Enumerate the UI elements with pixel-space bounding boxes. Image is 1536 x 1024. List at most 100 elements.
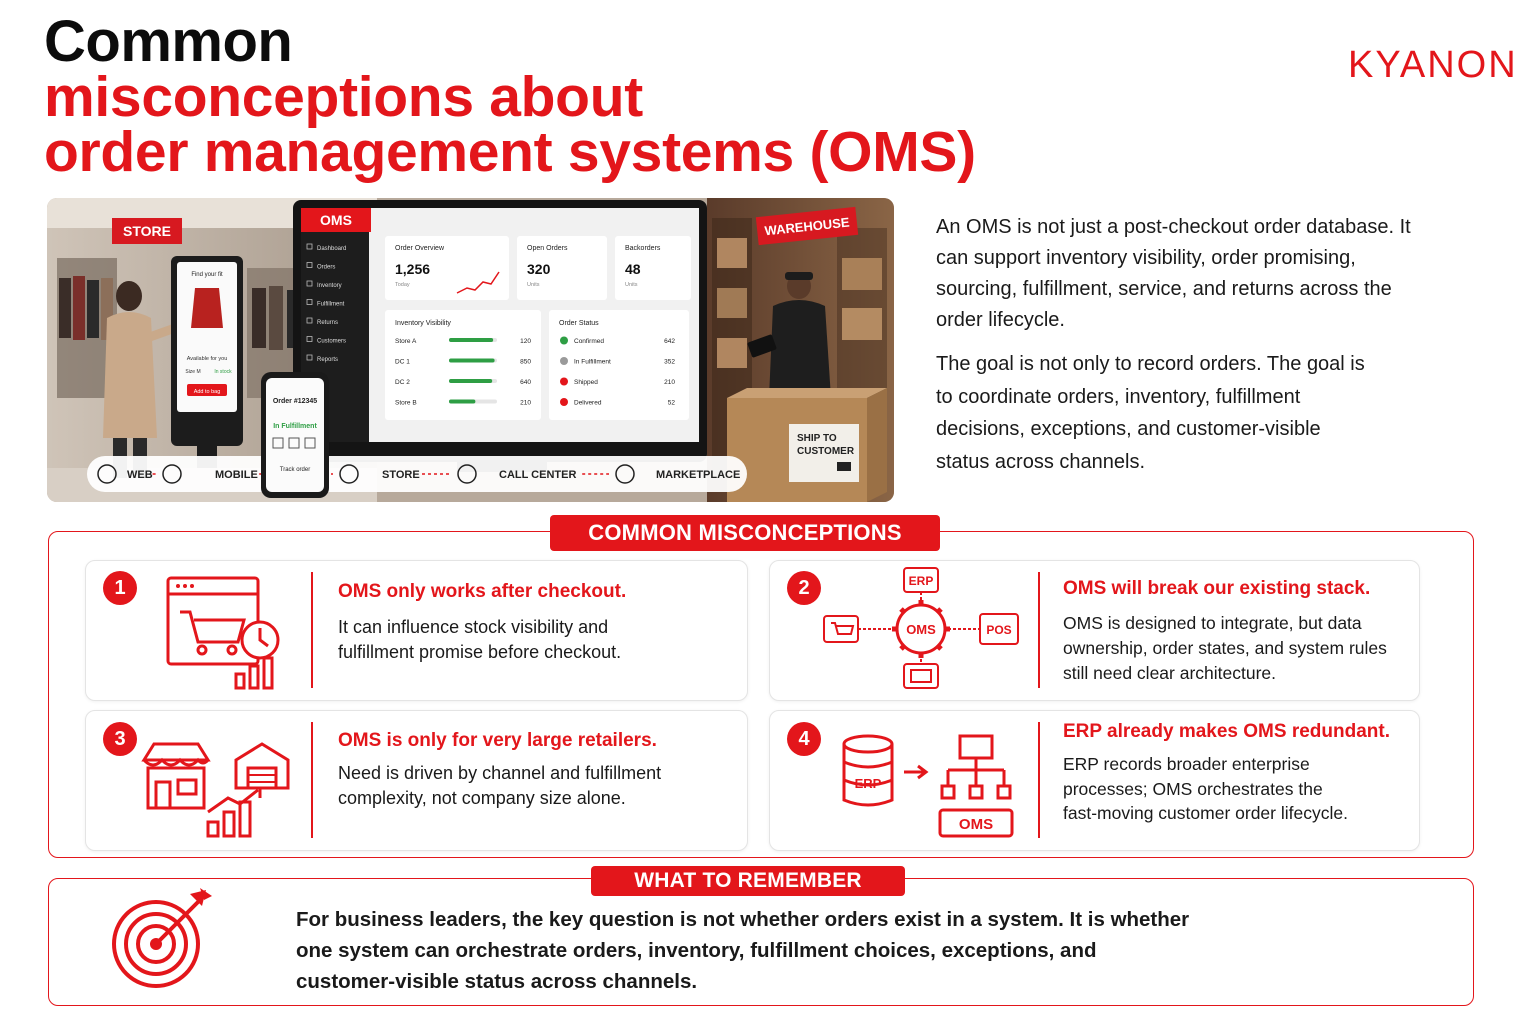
phone-order-status: In Fulfillment	[273, 423, 317, 430]
phone-track-button[interactable]: Track order	[280, 467, 310, 473]
channel-icon	[615, 464, 635, 484]
ship-label-line-2: CUSTOMER	[797, 446, 855, 457]
channel-web[interactable]: WEB	[127, 469, 153, 481]
oms-label-box	[301, 208, 371, 232]
nav-item-orders[interactable]: Orders	[317, 265, 335, 271]
kiosk-stock: In stock	[214, 369, 232, 375]
status-row-name: In Fulfillment	[574, 359, 611, 366]
intro-paragraph-2: The goal is not only to record orders. T…	[936, 353, 1365, 473]
nav-icon	[306, 317, 313, 324]
kpi-sub: Units	[527, 282, 540, 288]
kpi-value: 320	[527, 261, 551, 277]
nav-icon	[306, 354, 313, 361]
nav-icon	[306, 280, 313, 287]
channel-icon	[339, 464, 359, 484]
card-2-title: OMS will break our existing stack.	[1063, 578, 1371, 599]
nav-item-reports[interactable]: Reports	[317, 357, 338, 363]
oms-nav: DashboardOrdersInventoryFulfillmentRetur…	[306, 243, 346, 363]
card-4-title: ERP already makes OMS redundant.	[1063, 721, 1390, 742]
card-2-divider	[1038, 572, 1040, 688]
kpi-sub: Units	[625, 282, 638, 288]
title-line-1: Common	[44, 9, 293, 74]
target-icon	[112, 888, 212, 988]
inventory-row-value: 120	[520, 338, 531, 345]
status-row-value: 210	[664, 379, 675, 386]
diagram-2-pos: POS	[986, 623, 1011, 637]
inventory-row-name: Store A	[395, 338, 417, 345]
inventory-title: Inventory Visibility	[395, 320, 451, 327]
remember-banner: WHAT TO REMEMBER	[591, 866, 905, 896]
kiosk-heading: Find your fit	[191, 272, 223, 278]
channel-marketplace[interactable]: MARKETPLACE	[656, 469, 740, 481]
misconceptions-banner: COMMON MISCONCEPTIONS	[550, 515, 940, 551]
kiosk-add-button[interactable]	[187, 384, 227, 396]
channel-bar	[87, 456, 747, 492]
channel-call-center[interactable]: CALL CENTER	[499, 469, 576, 481]
shopper-head	[116, 281, 142, 311]
channel-icon	[457, 464, 477, 484]
kpi-sub: Today	[395, 282, 410, 288]
channel-store[interactable]: STORE	[382, 469, 420, 481]
channel-icon	[97, 464, 117, 484]
kiosk-add-label: Add to bag	[194, 389, 221, 395]
card-1-body: It can influence stock visibility and fu…	[338, 617, 622, 662]
card-1-title: OMS only works after checkout.	[338, 581, 627, 602]
intro-paragraph-1: An OMS is not just a post-checkout order…	[936, 216, 1411, 331]
store-sign	[112, 218, 182, 244]
misconception-card-4	[769, 710, 1420, 851]
oms-label: OMS	[320, 212, 352, 228]
kpi-card	[615, 236, 691, 300]
card-4-divider	[1038, 722, 1040, 838]
card-3-body: Need is driven by channel and fulfillmen…	[338, 763, 662, 808]
warehouse-sign: WAREHOUSE	[755, 206, 859, 246]
card-3-number: 3	[103, 722, 137, 756]
truck-icon	[837, 462, 851, 471]
ship-label	[789, 424, 859, 482]
status-row-name: Shipped	[574, 379, 598, 386]
phone-order-number: Order #12345	[273, 398, 317, 405]
status-row-value: 352	[664, 359, 675, 366]
nav-icon	[306, 299, 313, 305]
status-dot	[560, 377, 568, 386]
nav-item-dashboard[interactable]: Dashboard	[317, 246, 346, 252]
kpi-label: Open Orders	[527, 245, 568, 252]
inventory-bar-fill	[449, 338, 494, 342]
pos-box	[979, 613, 1019, 645]
nav-item-inventory[interactable]: Inventory	[317, 283, 342, 289]
store-box-icon	[903, 663, 939, 689]
card-2-body: OMS is designed to integrate, but data o…	[1063, 613, 1387, 683]
ship-label-line-1: SHIP TO	[797, 433, 837, 444]
nav-item-customers[interactable]: Customers	[317, 339, 346, 345]
erp-to-oms-icon: ERP OMS	[842, 734, 1014, 838]
channel-mobile[interactable]: MOBILE	[215, 469, 258, 481]
title-line-2: misconceptions about	[44, 65, 643, 129]
integration-diagram-icon: ERP OMS POS	[823, 567, 1019, 689]
channel-icon	[162, 464, 182, 484]
nav-item-returns[interactable]: Returns	[317, 320, 338, 326]
cart-clock-chart-icon	[166, 576, 280, 690]
title-line-3: order management systems (OMS)	[44, 120, 976, 184]
inventory-panel	[385, 310, 541, 420]
inventory-bar-fill	[449, 399, 476, 404]
nav-icon	[306, 336, 313, 342]
kyanon-logo: KYANON	[1348, 44, 1518, 87]
inventory-row-value: 850	[520, 359, 531, 366]
kpi-value: 1,256	[395, 261, 430, 277]
inventory-row-name: Store B	[395, 400, 417, 407]
scanner-device	[747, 334, 777, 358]
card-1-number: 1	[103, 571, 137, 605]
diagram-4-oms: OMS	[959, 816, 993, 833]
status-row-name: Delivered	[574, 400, 602, 407]
kpi-label: Backorders	[625, 245, 661, 252]
status-panel	[549, 310, 689, 420]
status-dot	[560, 336, 568, 345]
shopper-coat	[103, 312, 157, 438]
page-title: Common misconceptions about order manage…	[44, 9, 1044, 184]
diagram-2-erp: ERP	[909, 574, 934, 588]
status-dot	[560, 357, 568, 365]
card-4-number: 4	[787, 722, 821, 756]
status-row-value: 52	[668, 400, 676, 407]
nav-item-fulfillment[interactable]: Fulfillment	[317, 302, 345, 308]
